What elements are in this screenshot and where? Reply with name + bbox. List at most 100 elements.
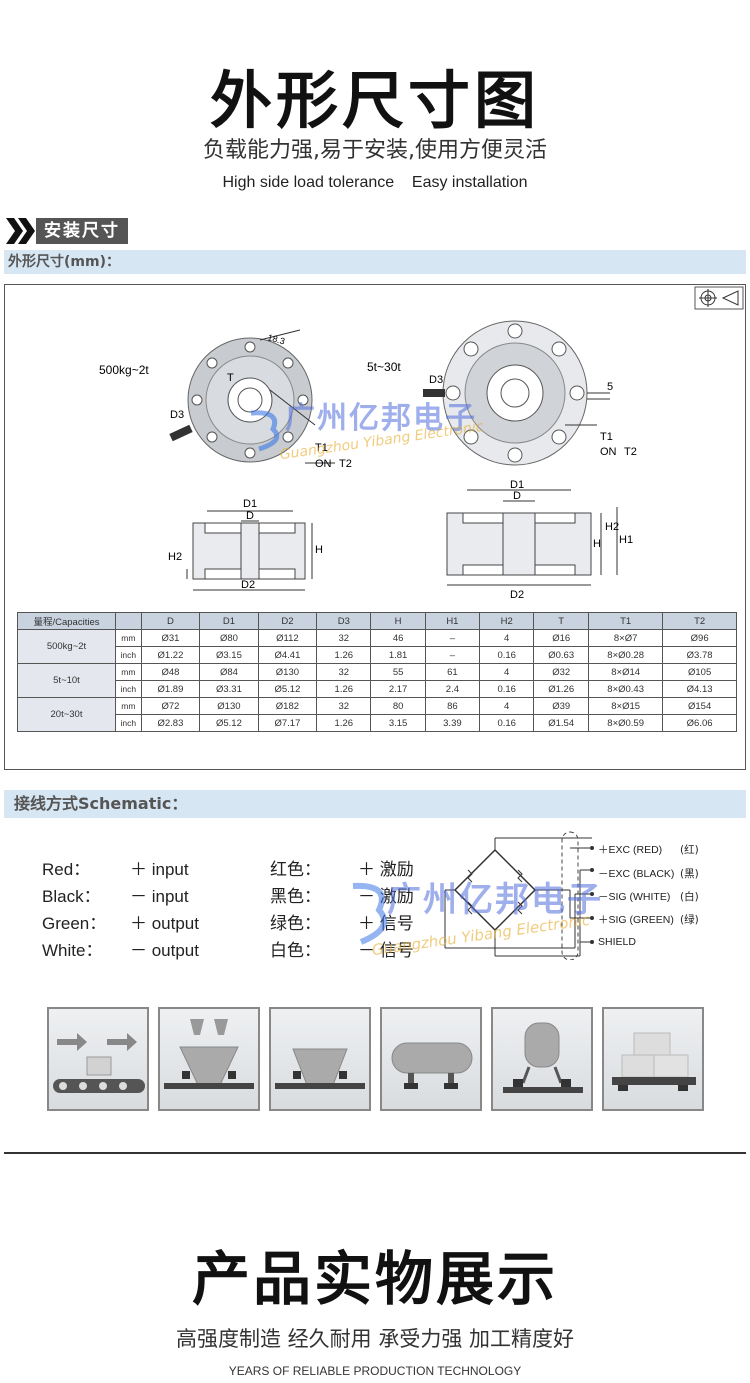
label-D1-small: D1 [243,498,257,510]
unit-cell: inch [114,680,142,698]
projection-symbol-icon [694,286,744,310]
wiring-color-en: Red： [42,860,91,879]
label-H-large: H [593,538,601,550]
value-cell: 3.15 [370,714,426,732]
value-cell: 8×Ø14 [588,663,664,681]
hopper-application-icon [269,1007,371,1111]
wiring-func-cn: ＋ 信号 [358,914,414,933]
label-D-large: D [513,490,521,502]
unit-cell: inch [114,646,142,664]
bridge-label-cn: (绿) [680,914,699,926]
wiring-func-en: － output [130,941,199,960]
horizontal-tank-application-icon [380,1007,482,1111]
value-cell: Ø4.41 [257,646,318,664]
spec-header-cell: T1 [588,612,664,630]
label-H-small: H [315,544,323,556]
value-cell: Ø5.12 [257,680,318,698]
value-cell: Ø48 [140,663,201,681]
unit-cell: inch [114,714,142,732]
value-cell: 0.16 [479,714,535,732]
bridge-schematic [444,831,594,960]
small-sensor-top-view [169,329,335,464]
value-cell: 8×Ø7 [588,629,664,647]
dimension-drawing: 500kg~2t T D3 18.3 T1 ON T2 5t~30t D3 5 [4,284,746,770]
value-cell: Ø1.22 [140,646,201,664]
capacity-label-right: 5t~30t [367,360,401,374]
product-show-title: 产品实物展示 [191,1245,558,1313]
value-cell: Ø16 [533,629,590,647]
value-cell: 8×Ø0.28 [588,646,664,664]
value-cell: Ø3.15 [199,646,259,664]
label-T1-right: T1 [600,431,613,443]
wiring-color-cn: 白色： [270,941,321,960]
unit-cell: mm [114,663,142,681]
value-cell: Ø2.83 [140,714,201,732]
wiring-color-cn: 黑色： [270,887,321,906]
large-sensor-side-view [446,489,618,586]
install-section-tag: 安装尺寸 [6,218,128,244]
product-show-subtitle: 高强度制造 经久耐用 承受力强 加工精度好 [175,1327,575,1351]
value-cell: Ø1.89 [140,680,201,698]
spec-header-cell [114,612,142,630]
dimensions-bar: 外形尺寸(mm)： [4,250,746,274]
value-cell: Ø4.13 [662,680,737,698]
value-cell: Ø130 [199,697,259,715]
spec-header-cell: D3 [316,612,372,630]
value-cell: 8×Ø0.59 [588,714,664,732]
conveyor-application-icon [47,1007,149,1111]
value-cell: Ø7.17 [257,714,318,732]
label-ON-left: ON [315,458,332,470]
large-sensor-top-view [423,320,610,466]
bridge-label: －EXC (BLACK) [598,868,675,880]
bridge-label: －SIG (WHITE) [598,891,671,903]
value-cell: Ø0.63 [533,646,590,664]
label-H2-small: H2 [168,551,182,563]
spec-header-cell: H1 [424,612,481,630]
value-cell: – [424,646,481,664]
spec-header-cell: T2 [662,612,737,630]
spec-header-cell: H [370,612,426,630]
label-H2-large: H2 [605,521,619,533]
bridge-label-cn: (红) [680,844,699,856]
page-subtitle: 负载能力强,易于安装,使用方便灵活 [203,138,547,163]
wiring-color-cn: 红色： [270,860,321,879]
label-5: 5 [607,381,613,393]
label-D3-right: D3 [429,374,443,386]
platform-application-icon [602,1007,704,1111]
value-cell: 1.26 [316,714,372,732]
bridge-label: ＋EXC (RED) [598,844,663,856]
wiring-func-en: ＋ input [130,860,189,879]
value-cell: Ø182 [257,697,318,715]
value-cell: Ø130 [257,663,318,681]
value-cell: 46 [370,629,426,647]
wiring-func-cn: － 信号 [358,941,414,960]
page-title: 外形尺寸图 [209,64,540,137]
value-cell: Ø1.26 [533,680,590,698]
spec-header-cell: D1 [199,612,259,630]
value-cell: Ø31 [140,629,201,647]
label-ON-right: ON [600,446,617,458]
bridge-label: SHIELD [598,936,636,948]
value-cell: Ø154 [662,697,737,715]
value-cell: 55 [370,663,426,681]
value-cell: 4 [479,629,535,647]
value-cell: Ø72 [140,697,201,715]
value-cell: 32 [316,629,372,647]
value-cell: 4 [479,663,535,681]
label-D-small: D [246,510,254,522]
value-cell: Ø3.31 [199,680,259,698]
application-icons [47,1007,704,1111]
wiring-func-cn: ＋ 激励 [358,860,414,879]
value-cell: Ø39 [533,697,590,715]
label-D2-small: D2 [241,579,255,591]
capacity-cell: 20t~30t [17,697,116,732]
small-sensor-side-view [186,510,313,591]
bridge-label: ＋SIG (GREEN) [598,914,674,926]
